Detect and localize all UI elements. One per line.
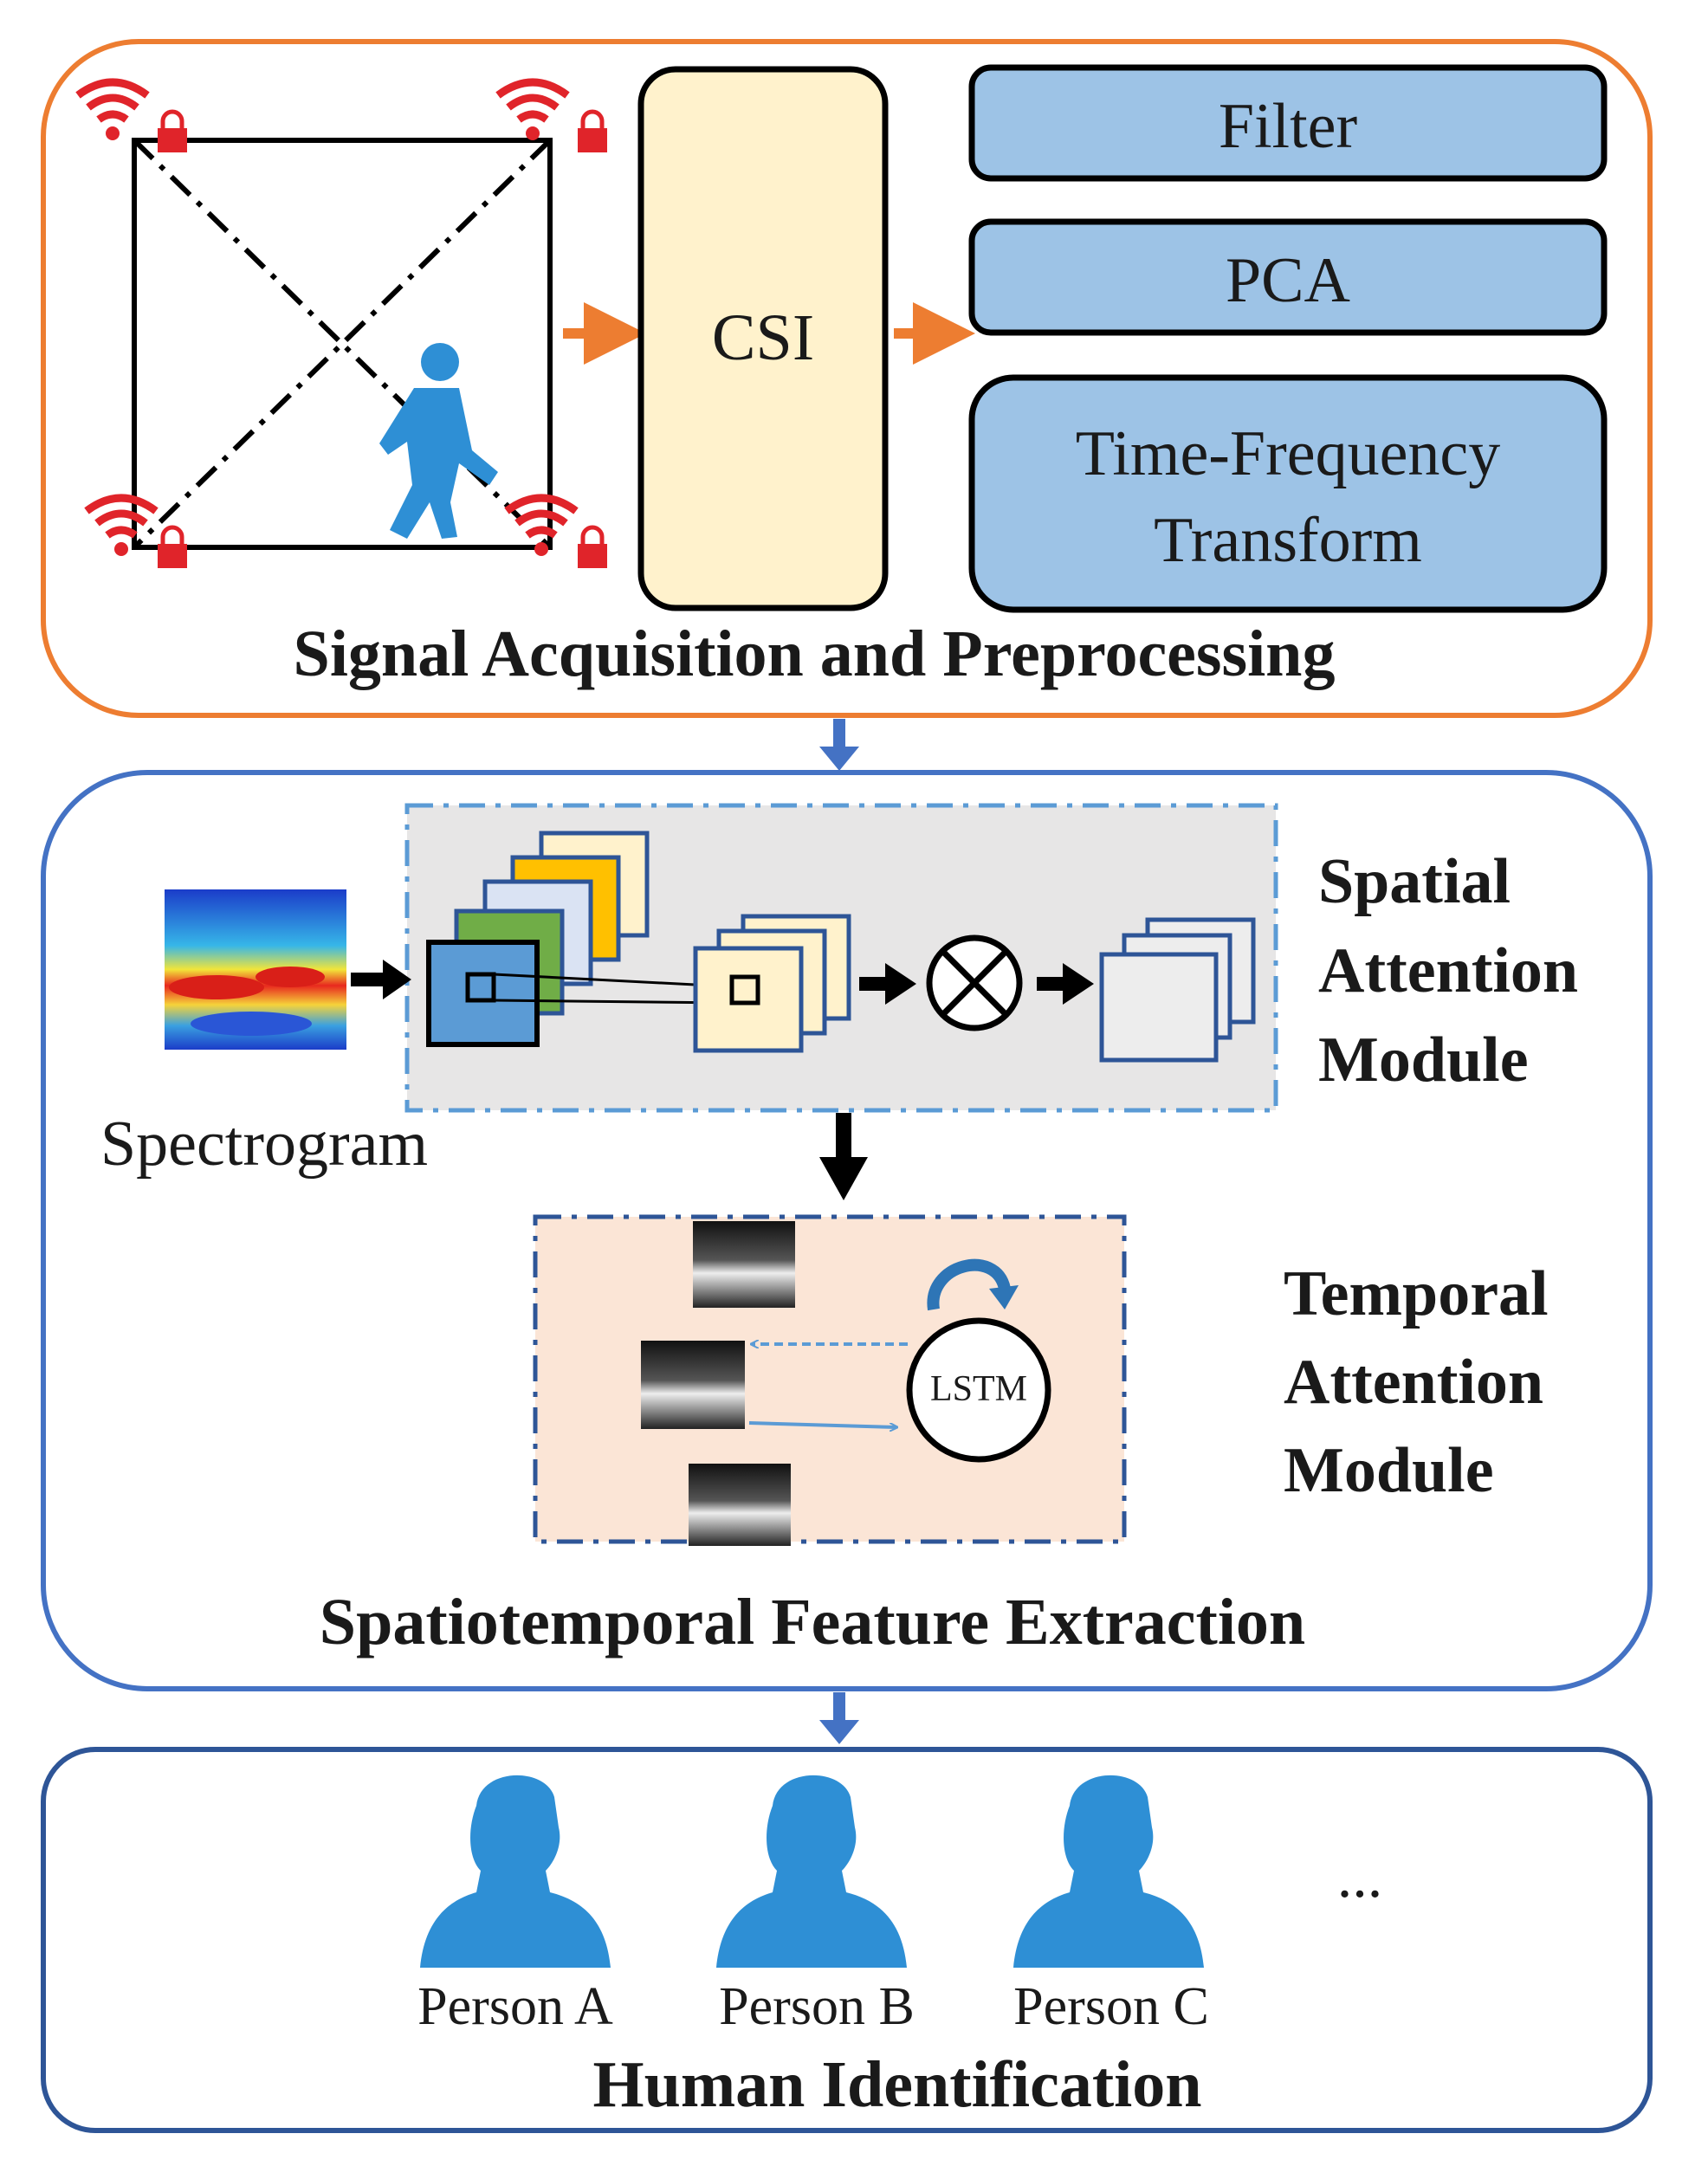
wifi-router-icon	[75, 78, 187, 152]
person-label: Person B	[719, 1977, 915, 2036]
wifi-router-icon	[84, 494, 187, 568]
recurrent-loop-arrow	[927, 1258, 1011, 1311]
time-frequency-box	[968, 374, 1608, 613]
pca-label: PCA	[1226, 245, 1350, 316]
person-label: Person A	[417, 1977, 613, 2036]
section-connector-arrow	[819, 1692, 859, 1744]
person-avatar-icon	[420, 1775, 611, 1968]
feature-section-title: Spatiotemporal Feature Extraction	[320, 1586, 1305, 1658]
wifi-router-icon	[495, 78, 607, 152]
temporal-module-line-3: Module	[1284, 1435, 1494, 1506]
time-frequency-label: Time-Frequency	[1076, 418, 1501, 489]
frame-input-arrow	[748, 1421, 896, 1427]
flow-arrow	[351, 960, 411, 999]
signal-section-title: Signal Acquisition and Preprocessing	[294, 617, 1336, 690]
identification-section: Person A Person B Person C ... Human Ide…	[41, 1747, 1653, 2133]
identification-section-title: Human Identification	[592, 2048, 1201, 2121]
feature-map-stack	[426, 831, 650, 1047]
filter-box	[968, 64, 1608, 182]
output-map-stack	[1099, 917, 1256, 1063]
spectrogram-frame	[689, 1464, 791, 1546]
pca-box	[968, 218, 1608, 336]
temporal-module-line-1: Temporal	[1284, 1258, 1549, 1329]
walking-person-icon	[379, 343, 498, 539]
section-connector-arrow	[819, 719, 859, 771]
spectrogram-image	[165, 889, 346, 1050]
person-avatar-icon	[716, 1775, 907, 1968]
filter-label: Filter	[1219, 91, 1357, 162]
spectrogram-frame	[693, 1221, 795, 1308]
lstm-node	[906, 1317, 1051, 1463]
person-label: Person C	[1013, 1977, 1209, 2036]
kernel-projection-line	[493, 999, 733, 1005]
recurrent-loop-arrowhead	[989, 1285, 1019, 1309]
spectrogram-frame	[641, 1341, 745, 1429]
spectrogram-label: Spectrogram	[100, 1109, 428, 1180]
multiply-node	[926, 934, 1023, 1031]
csi-label: CSI	[712, 301, 814, 374]
ellipsis-label: ...	[1337, 1844, 1383, 1911]
room-diagram	[132, 138, 553, 550]
signal-section: CSI Filter PCA Time-Frequency Transform …	[41, 39, 1653, 718]
transform-label: Transform	[1154, 505, 1422, 576]
flow-arrow	[1037, 963, 1094, 1005]
temporal-module-line-2: Attention	[1284, 1347, 1543, 1418]
feature-section: Spectrogram	[41, 770, 1653, 1691]
csi-box	[637, 66, 889, 611]
flow-arrow	[819, 1113, 868, 1200]
flow-arrow	[859, 963, 916, 1005]
person-avatar-icon	[1013, 1775, 1204, 1968]
lstm-label: LSTM	[930, 1369, 1027, 1409]
wifi-router-icon	[504, 494, 607, 568]
spatial-module-line-2: Attention	[1318, 935, 1578, 1006]
spatial-module-line-1: Spatial	[1318, 846, 1511, 917]
attention-map-stack	[693, 914, 851, 1053]
spatial-module-line-3: Module	[1318, 1025, 1529, 1096]
